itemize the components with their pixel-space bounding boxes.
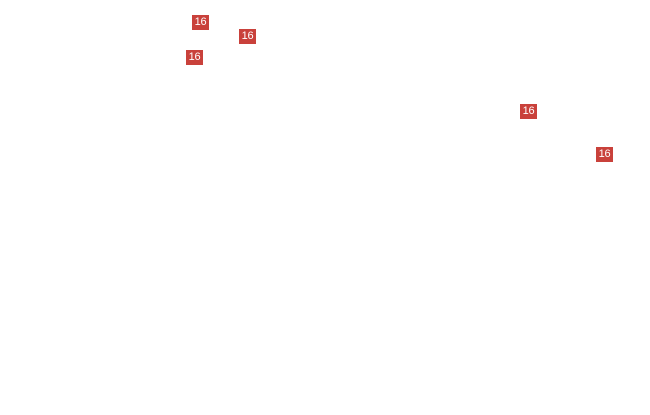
map-marker[interactable]: 16 bbox=[520, 104, 537, 119]
map-marker[interactable]: 16 bbox=[186, 50, 203, 65]
map-marker[interactable]: 16 bbox=[596, 147, 613, 162]
map-marker[interactable]: 16 bbox=[239, 29, 256, 44]
map-marker[interactable]: 16 bbox=[192, 15, 209, 30]
